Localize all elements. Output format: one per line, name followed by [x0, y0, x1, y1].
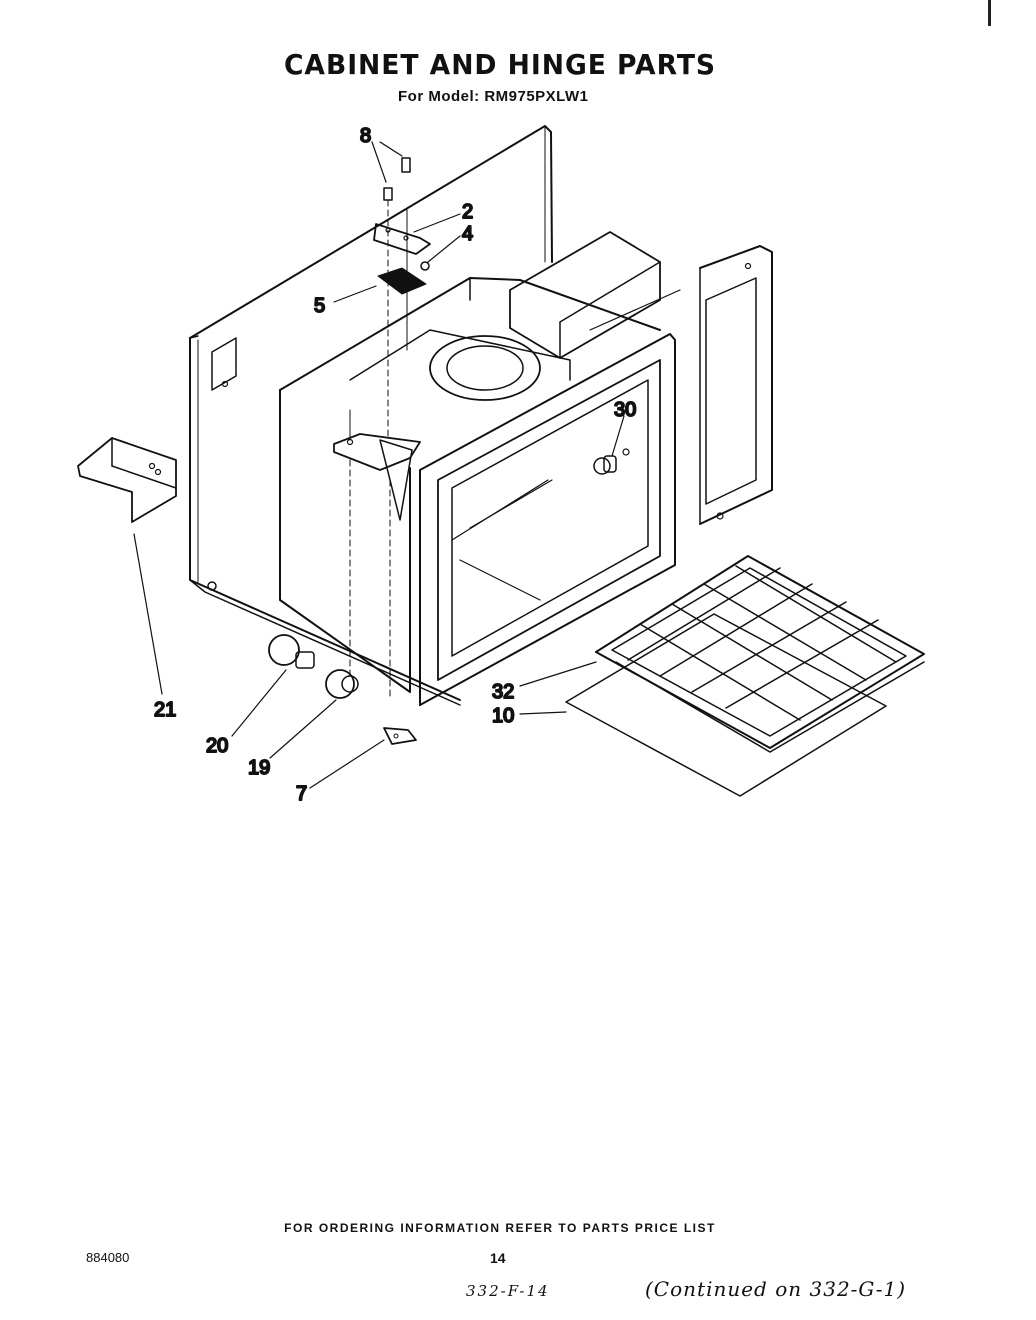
callout-20: 20 [206, 735, 228, 757]
document-number: 884080 [86, 1250, 130, 1265]
page-number: 14 [490, 1250, 506, 1266]
lower-hinge-bracket [333, 433, 421, 701]
shelf-rack-part-32 [595, 555, 925, 753]
oven-cavity [279, 231, 681, 693]
callout-4: 4 [462, 223, 473, 245]
callout-5: 5 [314, 295, 325, 317]
front-frame [419, 333, 676, 706]
handwritten-continued-note: (Continued on 332-G-1) [645, 1277, 907, 1301]
shelf-base-part-10 [565, 613, 887, 797]
gear-part-19 [325, 669, 359, 699]
callout-8: 8 [360, 125, 371, 147]
lamp-part-20 [268, 634, 315, 669]
door-latch-part-30 [593, 448, 630, 475]
cabinet-wrapper [189, 125, 773, 706]
callout-10: 10 [492, 705, 514, 727]
plate-part-7 [383, 727, 417, 745]
model-subtitle: For Model: RM975PXLW1 [398, 88, 589, 105]
callout-30: 30 [614, 399, 636, 421]
hinge-assembly [349, 157, 431, 441]
leader-lines [133, 141, 625, 789]
page-title: CABINET AND HINGE PARTS [283, 48, 717, 81]
callout-32: 32 [492, 681, 514, 703]
handwritten-reference: 332-F-14 [466, 1282, 550, 1300]
callout-21: 21 [154, 699, 176, 721]
corner-registration-mark [988, 0, 991, 26]
callout-7: 7 [296, 783, 307, 805]
callout-19: 19 [248, 757, 270, 779]
callout-2: 2 [462, 201, 473, 223]
bracket-part-21 [77, 437, 177, 523]
ordering-note: FOR ORDERING INFORMATION REFER TO PARTS … [284, 1221, 716, 1235]
